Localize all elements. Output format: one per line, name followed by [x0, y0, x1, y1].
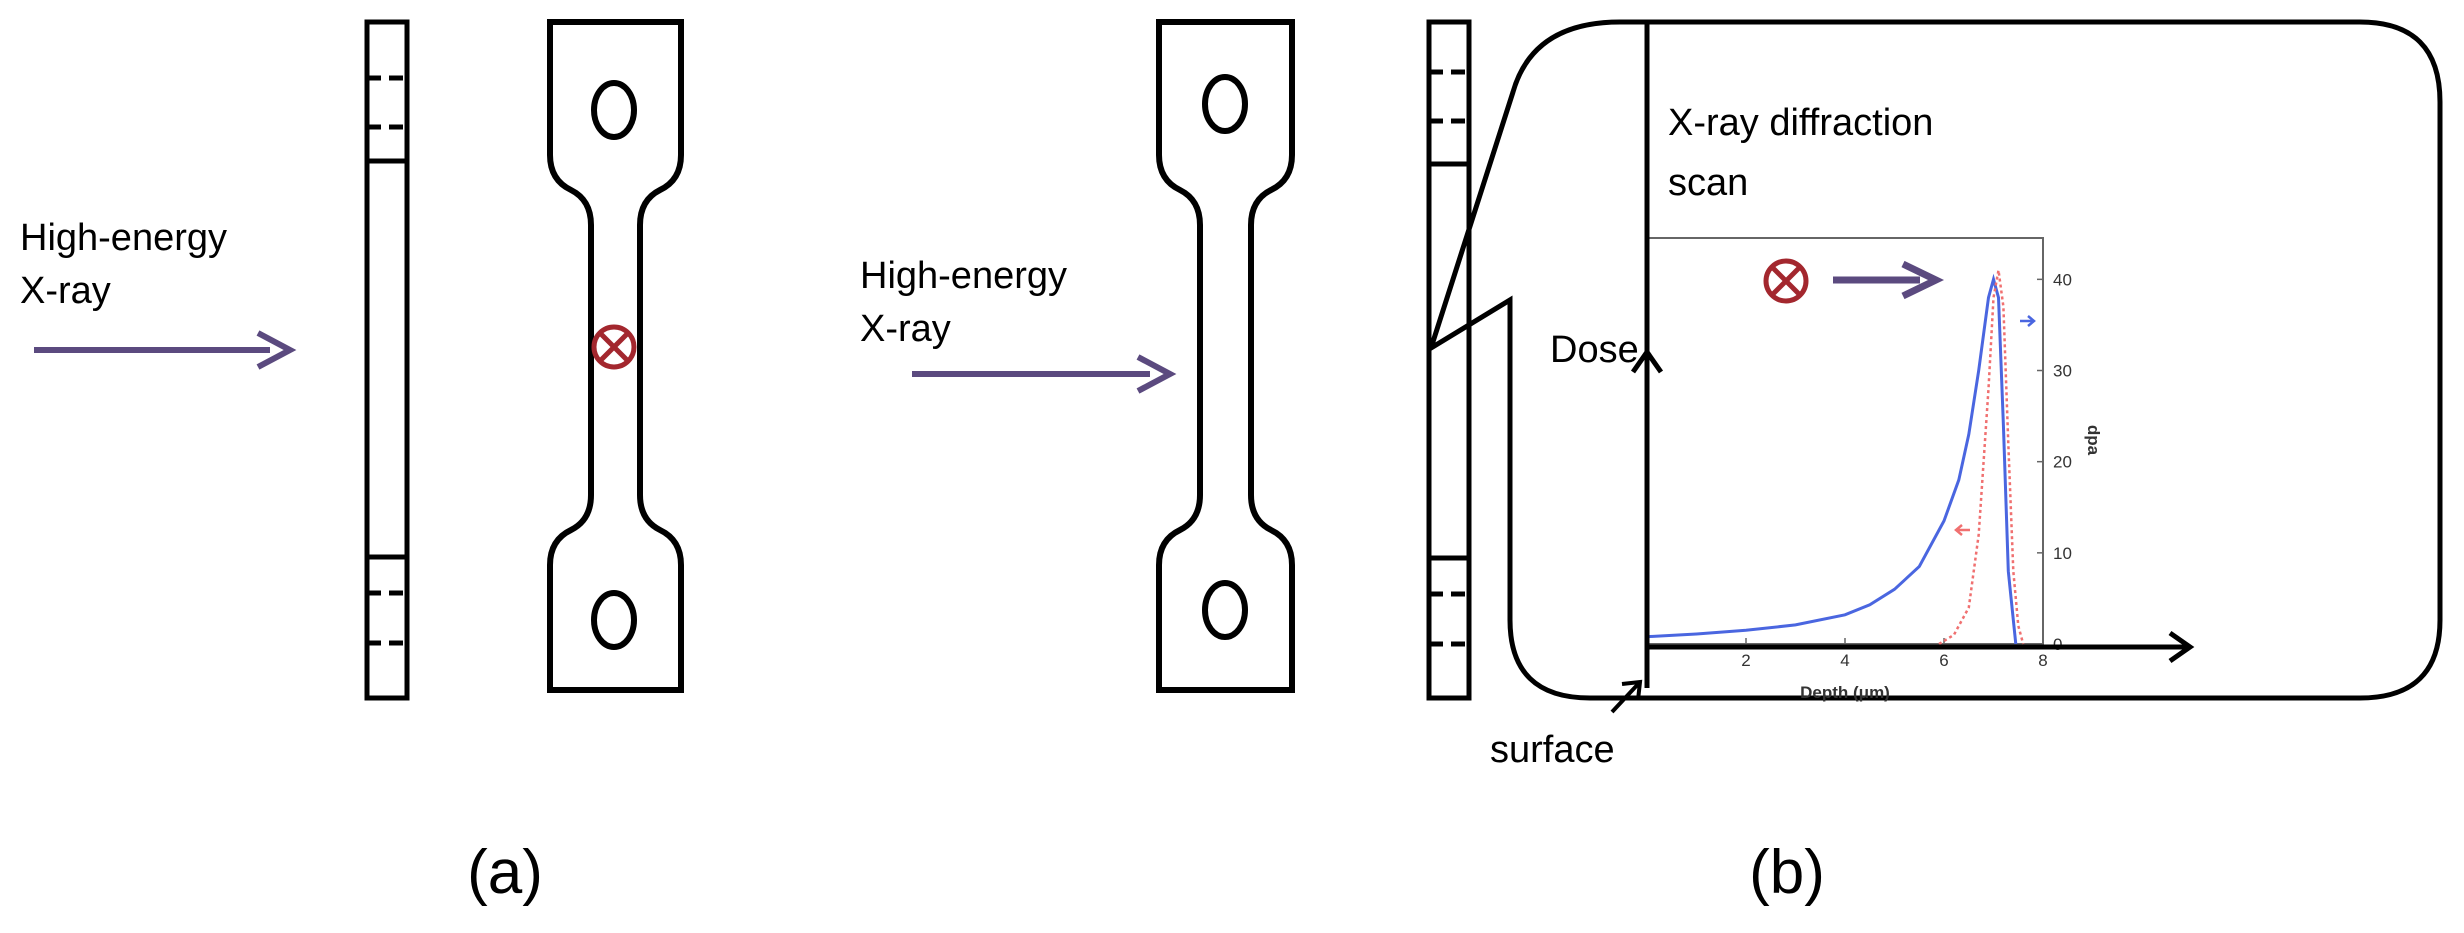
x-axis-title: Depth (μm) [1800, 683, 1890, 702]
y-tick-label: 20 [2053, 453, 2072, 472]
panel-a-dogbone-specimen [547, 19, 684, 693]
inset-scan-arrow [1833, 260, 1945, 300]
x-tick-label: 4 [1840, 651, 1849, 670]
panel-b-beam-label-line1: High-energy [860, 255, 1067, 297]
chart-frame [1646, 237, 2044, 645]
panel-b-top-hole [1202, 74, 1248, 134]
series-line-1 [1646, 273, 2018, 645]
panel-a-top-hole [591, 80, 637, 140]
panel-a-beam-label-line2: X-ray [20, 270, 111, 312]
dose-axis [1630, 22, 1664, 688]
series-line-2 [1938, 269, 2025, 646]
surface-label: surface [1490, 729, 1615, 771]
x-tick-label: 6 [1939, 651, 1948, 670]
y-tick-label: 10 [2053, 544, 2072, 563]
y-axis-title-right: dpa [2084, 425, 2103, 456]
dose-label: Dose [1550, 329, 1639, 371]
panel-b-callout-bubble [1426, 19, 2443, 701]
panel-b: High-energy X-ray X-ray diffraction scan [860, 19, 2443, 907]
panel-a-bottom-hole [591, 590, 637, 650]
panel-a-specimen-side-view [364, 19, 410, 701]
panel-b-beam-arrow [912, 354, 1177, 394]
panel-b-bottom-hole [1202, 580, 1248, 640]
y-tick-label: 30 [2053, 362, 2072, 381]
blue-series-axis-indicator [2020, 315, 2036, 327]
inset-title-line1: X-ray diffraction [1668, 102, 1933, 144]
panel-b-specimen-side-view [1426, 19, 1472, 701]
inset-title-line2: scan [1668, 162, 1748, 204]
panel-b-label: (b) [1749, 838, 1825, 907]
y-tick-label: 40 [2053, 270, 2072, 289]
panel-a-beam-arrow [34, 330, 297, 370]
red-series-axis-indicator [1954, 524, 1970, 536]
depth-axis [1647, 630, 2195, 664]
inset-cross-marker-icon [1763, 258, 1809, 304]
panel-a-cross-marker-icon [591, 324, 637, 370]
panel-a: High-energy X-ray (a) [20, 19, 684, 907]
surface-pointer-arrow [1610, 679, 1643, 714]
panel-b-dogbone-specimen [1156, 19, 1295, 693]
panel-a-beam-label-line1: High-energy [20, 217, 227, 259]
panel-b-beam-label-line2: X-ray [860, 308, 951, 350]
panel-a-label: (a) [467, 838, 543, 907]
x-tick-label: 8 [2038, 651, 2047, 670]
x-tick-label: 2 [1741, 651, 1750, 670]
